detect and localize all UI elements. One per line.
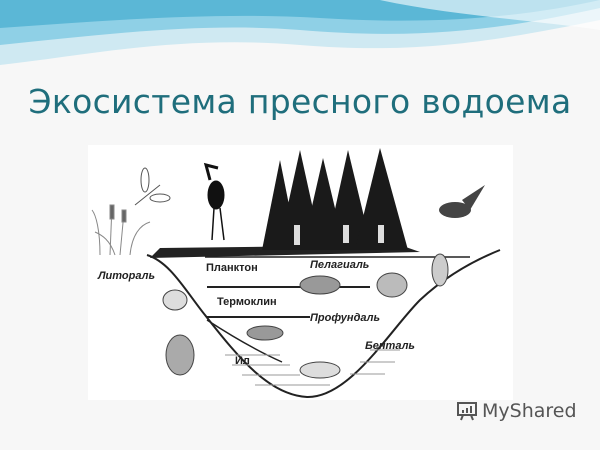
label-benthal: Бенталь	[365, 340, 415, 352]
trees	[262, 148, 408, 250]
freshwater-ecosystem-diagram	[88, 145, 513, 400]
slide-title: Экосистема пресного водоема	[28, 82, 572, 121]
label-littoral: Литораль	[98, 270, 155, 282]
header-wave-decoration	[0, 0, 600, 65]
duck	[439, 185, 485, 218]
reeds	[91, 204, 151, 256]
dragonfly	[134, 167, 171, 206]
label-plankton: Планктон	[206, 262, 258, 274]
myshared-watermark: MyShared	[456, 400, 577, 422]
presentation-board-icon	[457, 402, 477, 421]
watermark-text: MyShared	[482, 400, 577, 422]
heron	[203, 162, 225, 241]
label-profundal: Профундаль	[310, 312, 380, 324]
silt-hatching	[225, 349, 400, 386]
animals	[162, 253, 449, 379]
label-silt: Ил	[235, 355, 250, 367]
label-pelagial: Пелагиаль	[310, 259, 370, 271]
label-thermocline: Термоклин	[217, 296, 277, 308]
